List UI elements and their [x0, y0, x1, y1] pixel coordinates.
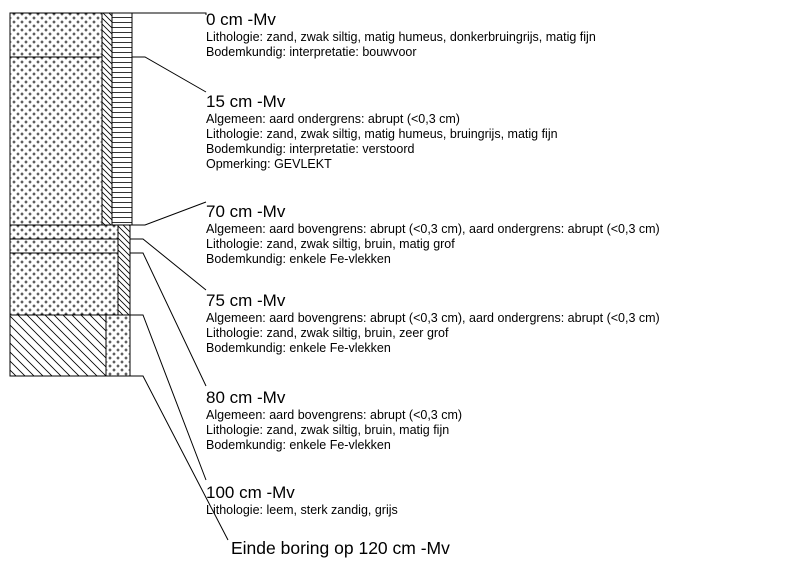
layer-depth: 80 cm -Mv — [206, 388, 286, 407]
column-loam-sand-admixture — [105, 314, 131, 377]
layer-bodemkundig: Bodemkundig: enkele Fe-vlekken — [206, 252, 391, 266]
layer-70cm: 70 cm -Mv Algemeen: aard bovengrens: abr… — [206, 202, 660, 267]
layer-bodemkundig: Bodemkundig: interpretatie: verstoord — [206, 142, 415, 156]
column-sand-15-70 — [9, 56, 103, 226]
layer-lithologie: Lithologie: zand, zwak siltig, matig hum… — [206, 30, 596, 44]
column-sand-70-75 — [9, 224, 119, 240]
humus-strip — [111, 12, 133, 226]
leader-120cm — [130, 375, 229, 541]
leader-70cm — [132, 201, 207, 226]
layer-lithologie: Lithologie: leem, sterk zandig, grijs — [206, 503, 398, 517]
layer-lithologie: Lithologie: zand, zwak siltig, bruin, ma… — [206, 423, 450, 437]
layer-75cm: 75 cm -Mv Algemeen: aard bovengrens: abr… — [206, 291, 660, 356]
fe-strip-0-70 — [101, 12, 113, 226]
layer-100cm: 100 cm -Mv Lithologie: leem, sterk zandi… — [206, 483, 398, 518]
leader-80cm — [130, 252, 207, 387]
layer-bodemkundig: Bodemkundig: interpretatie: bouwvoor — [206, 45, 417, 59]
leader-15cm — [132, 56, 207, 93]
layer-80cm: 80 cm -Mv Algemeen: aard bovengrens: abr… — [206, 388, 462, 453]
column-loam-100-120 — [9, 314, 107, 377]
layer-lithologie: Lithologie: zand, zwak siltig, matig hum… — [206, 127, 558, 141]
column-sand-80-100 — [9, 252, 119, 316]
layer-algemeen: Algemeen: aard bovengrens: abrupt (<0,3 … — [206, 222, 660, 236]
layer-depth: 0 cm -Mv — [206, 10, 276, 29]
fe-strip-70-100 — [117, 224, 131, 316]
layer-0cm: 0 cm -Mv Lithologie: zand, zwak siltig, … — [206, 10, 596, 60]
layer-bodemkundig: Bodemkundig: enkele Fe-vlekken — [206, 438, 391, 452]
layer-depth: 70 cm -Mv — [206, 202, 286, 221]
column-sand-75-80 — [9, 238, 119, 254]
layer-depth: 75 cm -Mv — [206, 291, 286, 310]
layer-depth: 100 cm -Mv — [206, 483, 295, 502]
layer-lithologie: Lithologie: zand, zwak siltig, bruin, ma… — [206, 237, 455, 251]
layer-15cm: 15 cm -Mv Algemeen: aard ondergrens: abr… — [206, 92, 558, 172]
layer-algemeen: Algemeen: aard ondergrens: abrupt (<0,3 … — [206, 112, 460, 126]
leader-75cm — [130, 238, 207, 291]
end-of-boring-label: Einde boring op 120 cm -Mv — [231, 538, 450, 558]
layer-bodemkundig: Bodemkundig: enkele Fe-vlekken — [206, 341, 391, 355]
column-sand-0-15 — [9, 12, 103, 58]
leader-100cm — [130, 314, 207, 481]
layer-opmerking: Opmerking: GEVLEKT — [206, 157, 332, 171]
layer-depth: 15 cm -Mv — [206, 92, 286, 111]
leader-lines — [130, 12, 229, 541]
layer-algemeen: Algemeen: aard bovengrens: abrupt (<0,3 … — [206, 311, 660, 325]
leader-0cm — [132, 12, 207, 15]
layer-lithologie: Lithologie: zand, zwak siltig, bruin, ze… — [206, 326, 449, 340]
layer-algemeen: Algemeen: aard bovengrens: abrupt (<0,3 … — [206, 408, 463, 422]
